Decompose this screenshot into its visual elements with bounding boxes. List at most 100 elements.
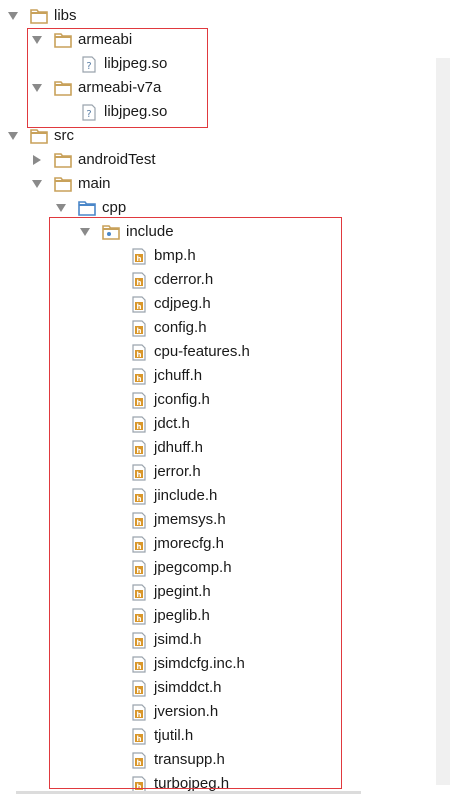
vertical-scrollbar[interactable] xyxy=(436,58,450,785)
chevron-down-icon[interactable] xyxy=(30,177,44,191)
svg-text:h: h xyxy=(137,639,142,647)
svg-text:h: h xyxy=(137,567,142,575)
package-folder-icon xyxy=(102,224,120,240)
header-file-icon: h xyxy=(130,751,148,769)
header-file-icon: h xyxy=(130,463,148,481)
tree-node-armeabi-v7a[interactable]: armeabi-v7a xyxy=(30,76,161,100)
header-file-item[interactable]: h jchuff.h xyxy=(130,364,202,388)
svg-text:h: h xyxy=(137,495,142,503)
tree-node-cpp[interactable]: cpp xyxy=(54,196,126,220)
svg-text:?: ? xyxy=(86,61,91,72)
header-file-label: transupp.h xyxy=(154,751,225,768)
header-file-label: jpegcomp.h xyxy=(154,559,232,576)
header-file-icon: h xyxy=(130,271,148,289)
unknown-file-icon: ? xyxy=(80,55,98,73)
folder-icon xyxy=(54,152,72,168)
header-file-label: config.h xyxy=(154,319,207,336)
header-file-item[interactable]: h jsimddct.h xyxy=(130,676,222,700)
svg-text:h: h xyxy=(137,711,142,719)
header-file-item[interactable]: h cdjpeg.h xyxy=(130,292,211,316)
header-file-icon: h xyxy=(130,559,148,577)
tree-node-label: libs xyxy=(54,7,77,24)
header-file-item[interactable]: h cpu-features.h xyxy=(130,340,250,364)
header-file-item[interactable]: h bmp.h xyxy=(130,244,196,268)
header-file-icon: h xyxy=(130,247,148,265)
header-file-item[interactable]: h config.h xyxy=(130,316,207,340)
chevron-down-icon[interactable] xyxy=(30,33,44,47)
header-file-label: jchuff.h xyxy=(154,367,203,384)
header-file-label: jsimddct.h xyxy=(154,679,222,696)
header-file-icon: h xyxy=(130,727,148,745)
svg-text:h: h xyxy=(137,303,142,311)
header-file-label: bmp.h xyxy=(154,247,196,264)
header-file-icon: h xyxy=(130,391,148,409)
tree-node-libs[interactable]: libs xyxy=(6,4,77,28)
chevron-down-icon[interactable] xyxy=(54,201,68,215)
svg-text:h: h xyxy=(137,375,142,383)
tree-node-androidtest[interactable]: androidTest xyxy=(30,148,156,172)
header-file-label: jsimdcfg.inc.h xyxy=(154,655,245,672)
tree-file-libjpeg-so[interactable]: ? libjpeg.so xyxy=(80,100,167,124)
header-file-label: cderror.h xyxy=(154,271,214,288)
header-file-label: cdjpeg.h xyxy=(154,295,211,312)
chevron-down-icon[interactable] xyxy=(6,129,20,143)
svg-text:h: h xyxy=(137,399,142,407)
header-file-item[interactable]: h cderror.h xyxy=(130,268,213,292)
header-file-icon: h xyxy=(130,415,148,433)
header-file-icon: h xyxy=(130,679,148,697)
header-file-item[interactable]: h jpeglib.h xyxy=(130,604,210,628)
header-file-label: jconfig.h xyxy=(154,391,210,408)
svg-text:h: h xyxy=(137,591,142,599)
horizontal-scrollbar[interactable] xyxy=(16,791,361,794)
tree-file-libjpeg-so[interactable]: ? libjpeg.so xyxy=(80,52,167,76)
svg-text:h: h xyxy=(137,255,142,263)
svg-text:h: h xyxy=(137,447,142,455)
svg-text:h: h xyxy=(137,471,142,479)
svg-text:h: h xyxy=(137,615,142,623)
chevron-right-icon[interactable] xyxy=(30,153,44,167)
tree-node-label: libjpeg.so xyxy=(104,55,168,72)
source-folder-icon xyxy=(78,200,96,216)
svg-text:h: h xyxy=(137,423,142,431)
svg-text:h: h xyxy=(137,687,142,695)
header-file-item[interactable]: h jpegcomp.h xyxy=(130,556,232,580)
unknown-file-icon: ? xyxy=(80,103,98,121)
header-file-label: turbojpeg.h xyxy=(154,775,230,792)
header-file-label: jpeglib.h xyxy=(154,607,210,624)
chevron-down-icon[interactable] xyxy=(6,9,20,23)
header-file-item[interactable]: h transupp.h xyxy=(130,748,225,772)
tree-node-armeabi[interactable]: armeabi xyxy=(30,28,132,52)
tree-node-main[interactable]: main xyxy=(30,172,111,196)
header-file-item[interactable]: h turbojpeg.h xyxy=(130,772,229,796)
header-file-icon: h xyxy=(130,319,148,337)
svg-text:h: h xyxy=(137,351,142,359)
folder-icon xyxy=(54,32,72,48)
header-file-icon: h xyxy=(130,439,148,457)
tree-node-label: cpp xyxy=(102,199,127,216)
tree-node-include[interactable]: include xyxy=(78,220,174,244)
svg-text:h: h xyxy=(137,279,142,287)
tree-node-src[interactable]: src xyxy=(6,124,74,148)
header-file-label: cpu-features.h xyxy=(154,343,250,360)
svg-text:h: h xyxy=(137,759,142,767)
svg-text:h: h xyxy=(137,735,142,743)
chevron-down-icon[interactable] xyxy=(78,225,92,239)
header-file-icon: h xyxy=(130,295,148,313)
chevron-down-icon[interactable] xyxy=(30,81,44,95)
tree-node-label: armeabi-v7a xyxy=(78,79,162,96)
header-file-icon: h xyxy=(130,607,148,625)
header-file-item[interactable]: h jconfig.h xyxy=(130,388,210,412)
header-file-icon: h xyxy=(130,775,148,793)
